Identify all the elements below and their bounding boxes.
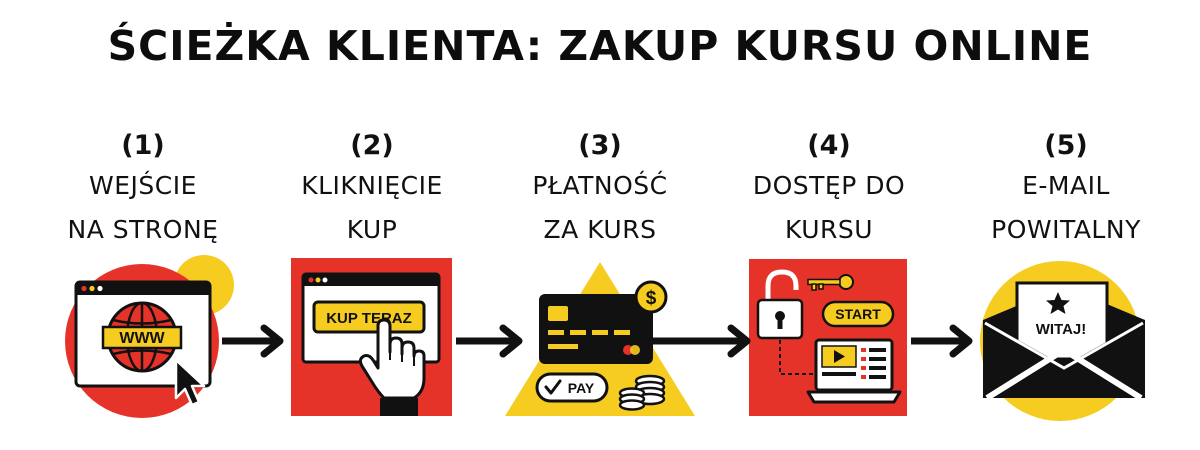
- step-3-label: (3) PŁATNOŚĆ ZA KURS: [485, 128, 715, 252]
- start-label: START: [835, 306, 881, 322]
- step-1-line1: WEJŚCIE: [89, 171, 197, 200]
- browser-globe-cursor-icon: WWW: [65, 255, 234, 418]
- step-4-number: (4): [807, 130, 851, 161]
- step-3-number: (3): [578, 130, 622, 161]
- arrow-4-to-5: [911, 324, 973, 358]
- step-4-line1: DOSTĘP DO: [752, 171, 906, 200]
- step-2-label: (2) KLIKNIĘCIE KUP: [257, 128, 487, 252]
- step-4-label: (4) DOSTĘP DO KURSU: [714, 128, 944, 252]
- pay-label: PAY: [568, 380, 595, 396]
- credit-card-payment-icon: $ PAY: [505, 262, 695, 416]
- step-1-line2: NA STRONĘ: [67, 215, 219, 244]
- step-1-label: (1) WEJŚCIE NA STRONĘ: [28, 128, 258, 252]
- dollar-symbol: $: [646, 288, 657, 309]
- step-2-line1: KLIKNIĘCIE: [301, 171, 443, 200]
- arrow-3-to-4: [653, 324, 751, 358]
- step-1-number: (1): [121, 130, 165, 161]
- step-2-number: (2): [350, 130, 394, 161]
- step-4-line2: KURSU: [784, 215, 874, 244]
- step-5-line1: E-MAIL: [1022, 171, 1110, 200]
- kup-teraz-label: KUP TERAZ: [326, 310, 412, 327]
- arrow-1-to-2: [222, 324, 284, 358]
- welcome-envelope-icon: WITAJ!: [980, 261, 1145, 421]
- step-5-line2: POWITALNY: [991, 215, 1141, 244]
- step-2-line2: KUP: [346, 215, 398, 244]
- step-5-label: (5) E-MAIL POWITALNY: [951, 128, 1181, 252]
- buy-button-hand-icon: KUP TERAZ: [291, 258, 452, 416]
- step-3-line2: ZA KURS: [543, 215, 657, 244]
- unlock-course-laptop-icon: START: [749, 259, 907, 416]
- arrow-2-to-3: [456, 324, 523, 358]
- step-5-number: (5): [1044, 130, 1088, 161]
- witaj-label: WITAJ!: [1036, 321, 1087, 338]
- step-3-line1: PŁATNOŚĆ: [532, 171, 668, 200]
- www-label: WWW: [119, 330, 165, 347]
- diagram-title: ŚCIEŻKA KLIENTA: ZAKUP KURSU ONLINE: [107, 22, 1093, 70]
